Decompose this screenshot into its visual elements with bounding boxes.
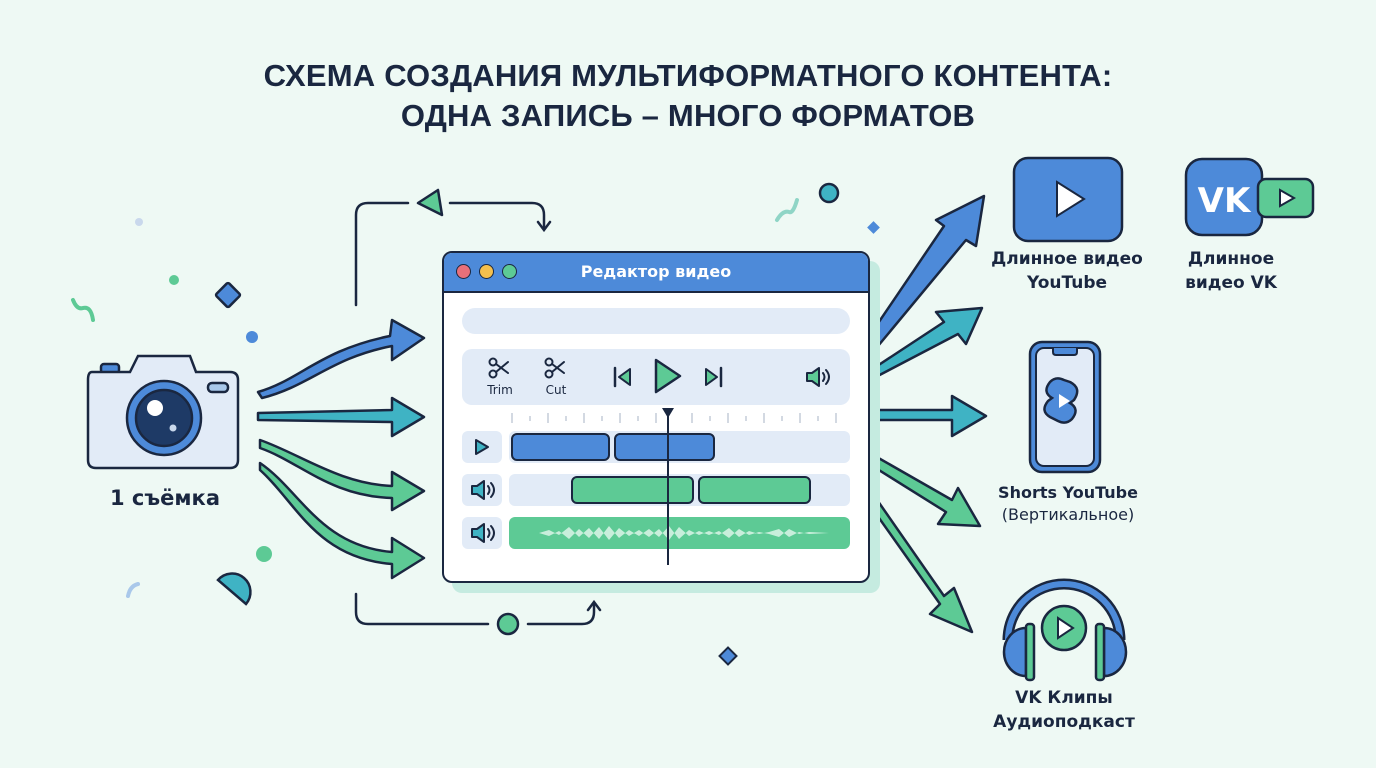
playhead[interactable] <box>667 409 669 565</box>
audio-waveform-track-header[interactable] <box>462 517 502 549</box>
playhead-handle-icon[interactable] <box>661 407 675 419</box>
output-arrows <box>860 194 988 634</box>
video-track-header[interactable] <box>462 431 502 463</box>
play-button[interactable] <box>652 357 684 395</box>
output-label-youtube: Длинное видео YouTube <box>991 249 1143 293</box>
vk-icon: VK <box>1184 157 1315 237</box>
video-editor-window: Редактор видео Trim Cut <box>442 251 870 583</box>
scissors-icon <box>488 357 509 379</box>
video-clip-2[interactable] <box>614 433 715 461</box>
audio-clip-2[interactable] <box>698 476 811 504</box>
decorations <box>71 182 880 666</box>
circle-icon <box>496 612 520 636</box>
speaker-icon <box>471 480 495 500</box>
audio-clip-1[interactable] <box>571 476 694 504</box>
output-label-audio: VK Клипы Аудиоподкаст <box>993 688 1135 732</box>
audio-waveform-clip[interactable] <box>509 517 850 549</box>
loop-arrow-bottom <box>354 592 602 626</box>
youtube-icon <box>1012 156 1124 243</box>
close-button[interactable] <box>456 264 471 279</box>
speaker-icon <box>471 523 495 543</box>
output-label-shorts: Shorts YouTube (Вертикальное) <box>998 483 1138 524</box>
loop-arrow-top <box>354 201 552 307</box>
trim-button[interactable]: Trim <box>482 357 518 397</box>
cut-label: Cut <box>545 383 567 397</box>
headphones-icon <box>1002 578 1128 682</box>
waveform <box>509 526 850 540</box>
skip-back-icon[interactable] <box>612 365 634 389</box>
title-line-1: СХЕМА СОЗДАНИЯ МУЛЬТИФОРМАТНОГО КОНТЕНТА… <box>263 58 1113 93</box>
window-title: Редактор видео <box>580 262 732 281</box>
video-clip-1[interactable] <box>511 433 610 461</box>
diagram-title: СХЕМА СОЗДАНИЯ МУЛЬТИФОРМАТНОГО КОНТЕНТА… <box>0 56 1376 136</box>
editor-toolbar: Trim Cut <box>462 349 850 405</box>
editor-input-bar[interactable] <box>462 308 850 334</box>
maximize-button[interactable] <box>502 264 517 279</box>
audio-track-header[interactable] <box>462 474 502 506</box>
minimize-button[interactable] <box>479 264 494 279</box>
source-label: 1 съёмка <box>110 486 220 510</box>
camera-icon <box>86 354 240 470</box>
title-line-2: ОДНА ЗАПИСЬ – МНОГО ФОРМАТОВ <box>400 98 976 133</box>
cut-button[interactable]: Cut <box>538 357 574 397</box>
output-label-vk: Длинное видео VK <box>1185 249 1277 293</box>
timeline-ruler[interactable] <box>504 409 854 429</box>
trim-label: Trim <box>487 383 513 397</box>
svg-text:VK: VK <box>1198 181 1252 221</box>
play-icon <box>475 439 489 455</box>
scissors-icon <box>544 357 565 379</box>
shorts-phone-icon <box>1028 340 1102 474</box>
window-titlebar: Редактор видео <box>444 253 868 293</box>
triangle-icon <box>416 188 444 217</box>
volume-button[interactable] <box>804 366 832 388</box>
skip-forward-icon[interactable] <box>702 365 724 389</box>
input-arrows <box>256 318 426 580</box>
